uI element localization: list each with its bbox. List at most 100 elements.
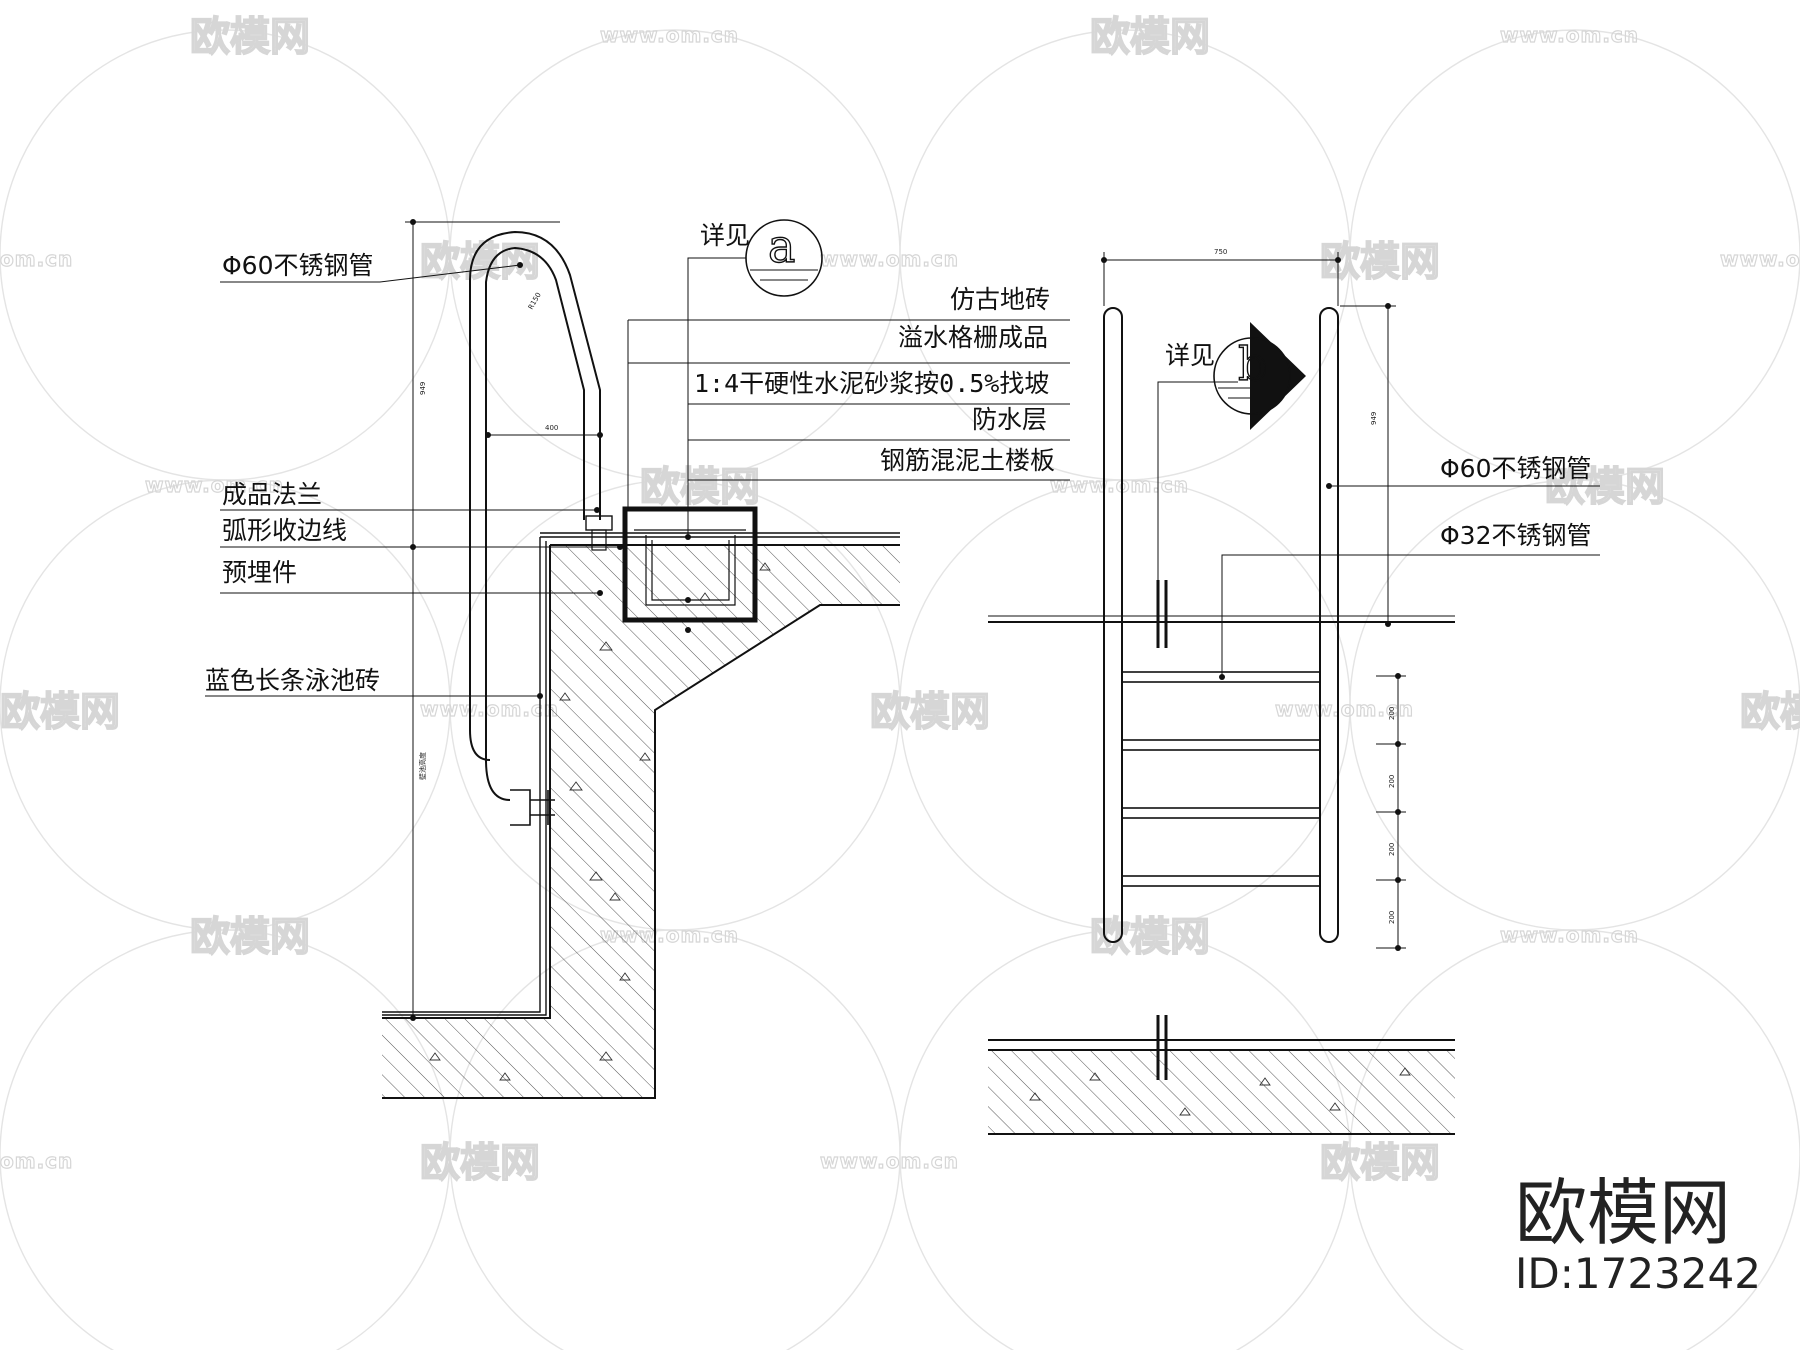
label-grille: 溢水格栅成品 [898, 323, 1048, 352]
floor-slab-hatch [988, 1050, 1455, 1134]
leader-stack [627, 257, 1070, 537]
dim-step-text: 200 [1388, 911, 1396, 924]
watermark-url: www.om.cn [1720, 247, 1800, 271]
break-marker-bottom [1156, 1015, 1168, 1080]
watermark-url: www.om.cn [1500, 23, 1639, 47]
brand-logo-text: 欧模网 [1515, 1171, 1731, 1255]
height-dimension [1340, 305, 1396, 624]
leader-dot [594, 507, 600, 513]
label-pipe60-right: Φ60不锈钢管 [1440, 454, 1592, 483]
detail-bubble-a-letter: a [768, 219, 795, 273]
ladder-rung [1121, 875, 1321, 887]
label-mortar: 1:4干硬性水泥砂浆按0.5%找坡 [694, 369, 1049, 398]
watermark-url: www.om.cn [420, 697, 559, 721]
watermark-logo: 欧模网 [1090, 914, 1210, 960]
label-embedded: 预埋件 [222, 558, 297, 587]
label-edge-line: 弧形收边线 [222, 516, 347, 545]
ladder-rung [1121, 671, 1321, 683]
watermark-logo: 欧模网 [640, 464, 760, 510]
watermark-url: www.om.cn [1050, 473, 1189, 497]
watermark-url: www.om.cn [145, 473, 284, 497]
leader-dot [517, 262, 523, 268]
label-slab: 钢筋混泥土楼板 [880, 446, 1055, 475]
watermark-logo: 欧模网 [1740, 689, 1800, 735]
dim-tick [410, 1015, 416, 1021]
dim-tick [1395, 945, 1401, 951]
leader-pipe60 [220, 264, 521, 283]
see-detail-b-label: 详见 [1165, 341, 1215, 370]
pool-tile-lines [382, 532, 900, 1016]
dim-step-text: 200 [1388, 843, 1396, 856]
brand-id-text: ID:1723242 [1515, 1249, 1761, 1298]
floor-aggregate-marks [1029, 1067, 1411, 1116]
watermark-logo: 欧模网 [190, 914, 310, 960]
watermark-layer: 欧模网 www.om.cn 欧模网 www.om.cn om.cn 欧模网 ww… [0, 13, 1800, 1350]
ladder-rung [1121, 807, 1321, 819]
dim-tick [1385, 303, 1391, 309]
dim-width-text: 750 [1214, 248, 1227, 256]
leader-dot [617, 544, 623, 550]
dim-tick [1335, 257, 1341, 263]
detail-bubble-b-lines [1218, 387, 1286, 399]
concrete-slab-hatch [382, 545, 900, 1098]
handrail-pipe [469, 230, 601, 801]
dim-tick [1395, 673, 1401, 679]
detail-bubble-a-lines [750, 269, 818, 281]
brand-corner: 欧模网 ID:1723242 [1515, 1171, 1761, 1298]
leader-dot [1219, 674, 1225, 680]
label-pipe60: Φ60不锈钢管 [222, 251, 374, 280]
watermark-logo: 欧模网 [1545, 464, 1665, 510]
overflow-grille-frame [622, 506, 758, 623]
dim-tick [1395, 741, 1401, 747]
watermark-logo: 欧模网 [1320, 1140, 1440, 1186]
dim-height-text: 949 [1370, 412, 1378, 425]
leader-dot [537, 693, 543, 699]
dim-step-text: 200 [1388, 775, 1396, 788]
watermark-url: www.om.cn [1275, 697, 1414, 721]
leader-dot [597, 590, 603, 596]
floor-slab-outline [988, 1039, 1455, 1135]
label-flange: 成品法兰 [222, 480, 322, 509]
dim-tick [1395, 809, 1401, 815]
see-detail-a-label: 详见 [700, 221, 750, 250]
dim-height-text: 949 [419, 382, 427, 395]
wall-anchor [510, 789, 555, 826]
watermark-url: om.cn [0, 247, 73, 271]
watermark-logo: 欧模网 [420, 1140, 540, 1186]
break-marker-top [1156, 580, 1168, 648]
ladder-rung [1121, 739, 1321, 751]
label-pipe32-right: Φ32不锈钢管 [1440, 521, 1592, 550]
ladder-rail-left [1103, 307, 1123, 943]
dim-radius-text: R150 [527, 291, 543, 311]
dim-tick [597, 432, 603, 438]
left-section-view: 949 壁池高度 400 R150 Φ60不锈钢管 成品法兰 弧形收边线 预埋件… [205, 218, 1070, 1099]
leader-pipe32-right [1221, 554, 1600, 677]
watermark-url: www.om.cn [600, 23, 739, 47]
label-pool-tile: 蓝色长条泳池砖 [205, 666, 380, 695]
concrete-slab-outline [382, 544, 900, 1099]
watermark-logo: 欧模网 [0, 689, 120, 735]
dim-depth-text: 壁池高度 [418, 752, 427, 780]
dim-tick [1101, 257, 1107, 263]
watermark-url: www.om.cn [820, 1149, 959, 1173]
leader-detail-b [1157, 381, 1238, 625]
watermark-logo: 欧模网 [870, 689, 990, 735]
label-antique-tile: 仿古地砖 [950, 285, 1050, 314]
dim-step-text: 200 [1388, 707, 1396, 720]
watermark-url: www.om.cn [1500, 923, 1639, 947]
dim-tick [410, 219, 416, 225]
detail-b-arrow [1250, 322, 1306, 430]
detail-bubble-a [745, 219, 823, 297]
dim-tick [485, 432, 491, 438]
detail-bubble-b-letter: b [1238, 337, 1267, 391]
watermark-url: www.om.cn [820, 247, 959, 271]
dim-tick [1385, 621, 1391, 627]
leader-dot [685, 627, 691, 633]
ladder-rail-right [1319, 307, 1339, 943]
width-dimension [1103, 252, 1339, 306]
embedded-part [591, 529, 607, 551]
watermark-url: om.cn [0, 1149, 73, 1173]
watermark-logo: 欧模网 [1090, 14, 1210, 60]
dim-tick [1395, 877, 1401, 883]
